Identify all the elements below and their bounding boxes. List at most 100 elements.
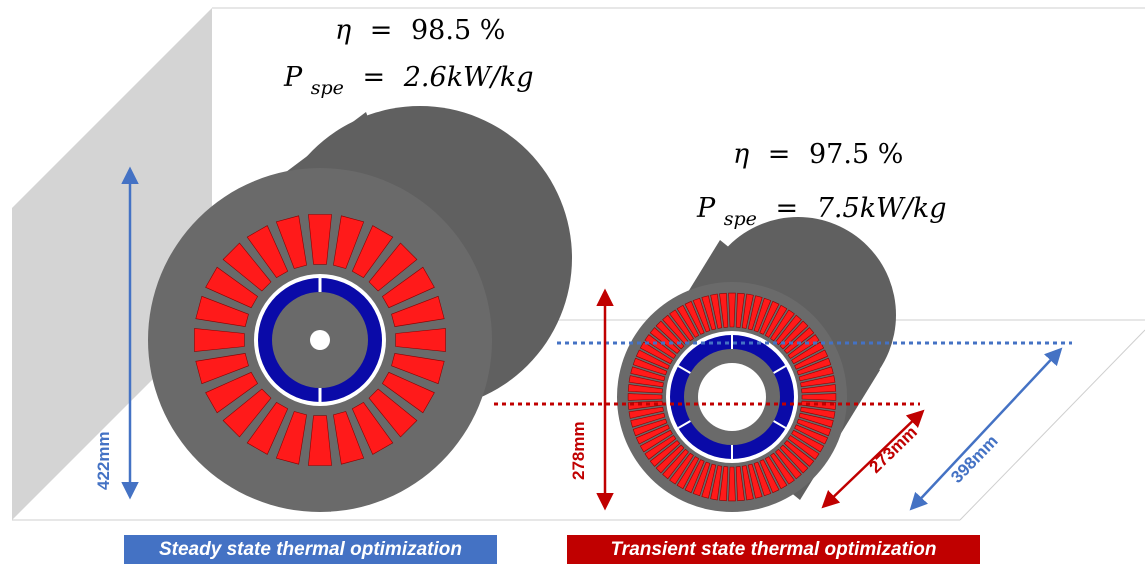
transient-winding-slot bbox=[676, 304, 700, 338]
steady-winding-slot bbox=[195, 353, 249, 385]
transient-caption: Transient state thermal optimization bbox=[567, 535, 980, 564]
steady-winding-slot bbox=[205, 371, 258, 414]
transient-winding-slot bbox=[764, 304, 788, 338]
transient-winding-slot bbox=[630, 412, 666, 428]
transient-winding-slot bbox=[639, 429, 673, 453]
transient-shaft-hole bbox=[698, 363, 766, 431]
steady-winding-slot bbox=[308, 415, 332, 466]
transient-winding-slot bbox=[779, 444, 809, 474]
transient-stator-windings bbox=[627, 292, 837, 502]
steady-winding-slot bbox=[382, 266, 435, 309]
transient-specific-power: P spe = 7.5kW/kg bbox=[696, 193, 947, 232]
transient-winding-slot bbox=[649, 327, 681, 354]
depth-arrow bbox=[909, 347, 1063, 511]
transient-winding-slot bbox=[628, 406, 664, 419]
transient-winding-slot bbox=[655, 444, 685, 474]
steady-shaft-hole bbox=[310, 330, 330, 350]
transient-efficiency: η = 97.5 % bbox=[733, 139, 903, 170]
transient-winding-slot bbox=[801, 384, 837, 394]
transient-winding-slot bbox=[775, 448, 802, 480]
steady-winding-slot bbox=[246, 225, 289, 278]
transient-winding-slot bbox=[741, 465, 754, 501]
steady-winding-slot bbox=[391, 353, 445, 385]
transient-winding-slot bbox=[692, 461, 711, 497]
transient-winding-slot bbox=[796, 357, 832, 376]
steady-winding-slot bbox=[333, 411, 365, 465]
transient-winding-slot bbox=[632, 418, 668, 437]
transient-magnet-gap bbox=[773, 420, 787, 429]
transient-length-arrow bbox=[821, 409, 925, 509]
steady-efficiency-value: 98.5 % bbox=[411, 15, 505, 46]
transient-winding-slot bbox=[669, 452, 694, 485]
transient-winding-slot bbox=[710, 465, 723, 501]
transient-winding-slot bbox=[669, 309, 694, 342]
steady-winding-slot bbox=[194, 328, 245, 352]
steady-stator-windings bbox=[194, 214, 446, 466]
transient-winding-slot bbox=[630, 366, 666, 382]
transient-winding-slot bbox=[787, 435, 820, 460]
transient-winding-slot bbox=[800, 375, 836, 388]
transient-winding-slot bbox=[628, 375, 664, 388]
transient-winding-slot bbox=[719, 466, 729, 502]
steady-winding-slot bbox=[275, 411, 307, 465]
steady-winding-slot bbox=[351, 225, 394, 278]
transient-winding-slot bbox=[741, 293, 754, 329]
transient-winding-slot bbox=[794, 349, 829, 370]
steady-power-value: 2.6kW/kg bbox=[403, 62, 534, 93]
steady-efficiency-equals: = bbox=[370, 15, 393, 46]
steady-winding-slot bbox=[368, 388, 418, 438]
transient-winding-slot bbox=[728, 292, 736, 328]
steady-winding-slot bbox=[368, 242, 418, 292]
transient-winding-slot bbox=[759, 459, 780, 494]
transient-winding-slot bbox=[644, 435, 677, 460]
steady-caption: Steady state thermal optimization bbox=[124, 535, 497, 564]
transient-winding-slot bbox=[649, 440, 681, 467]
steady-power-symbol: P bbox=[283, 62, 303, 93]
transient-length-label: 273mm bbox=[866, 422, 921, 476]
steady-winding-slot bbox=[205, 266, 258, 309]
transient-winding-slot bbox=[627, 400, 663, 410]
transient-magnet-gap bbox=[773, 365, 787, 374]
steady-winding-slot bbox=[395, 328, 446, 352]
transient-winding-slot bbox=[770, 452, 795, 485]
steady-winding-slot bbox=[222, 242, 272, 292]
transient-winding-slot bbox=[639, 341, 673, 365]
transient-winding-slot bbox=[635, 424, 670, 445]
steady-efficiency-symbol: η bbox=[335, 15, 351, 46]
transient-power-subscript: spe bbox=[724, 208, 757, 230]
transient-winding-slot bbox=[710, 293, 723, 329]
transient-winding-slot bbox=[747, 463, 763, 499]
transient-winding-slot bbox=[684, 300, 705, 335]
steady-efficiency: η = 98.5 % bbox=[335, 15, 505, 46]
transient-winding-slot bbox=[644, 334, 677, 359]
steady-winding-slot bbox=[222, 388, 272, 438]
transient-winding-slot bbox=[764, 456, 788, 490]
transient-winding-slot bbox=[735, 466, 745, 502]
transient-winding-slot bbox=[791, 341, 825, 365]
transient-winding-slot bbox=[759, 300, 780, 335]
back-wall bbox=[12, 8, 212, 520]
transient-winding-slot bbox=[753, 461, 772, 497]
transient-efficiency-value: 97.5 % bbox=[809, 139, 903, 170]
transient-winding-slot bbox=[627, 384, 663, 394]
steady-specific-power: P spe = 2.6kW/kg bbox=[283, 62, 534, 101]
transient-winding-slot bbox=[632, 357, 668, 376]
transient-winding-slot bbox=[770, 309, 795, 342]
steady-winding-slot bbox=[308, 214, 332, 265]
transient-magnet-gaps bbox=[677, 335, 787, 459]
transient-winding-slot bbox=[676, 456, 700, 490]
steady-winding-slot bbox=[275, 215, 307, 269]
transient-power-value: 7.5kW/kg bbox=[817, 193, 947, 224]
steady-power-equals: = bbox=[363, 62, 386, 93]
transient-winding-slot bbox=[775, 314, 802, 346]
transient-winding-slot bbox=[791, 429, 825, 453]
transient-winding-slot bbox=[627, 393, 663, 401]
steady-power-subscript: spe bbox=[311, 77, 344, 99]
transient-winding-slot bbox=[753, 297, 772, 333]
transient-winding-slot bbox=[728, 466, 736, 502]
transient-winding-slot bbox=[701, 295, 717, 331]
transient-efficiency-equals: = bbox=[768, 139, 791, 170]
steady-motor bbox=[148, 106, 572, 512]
